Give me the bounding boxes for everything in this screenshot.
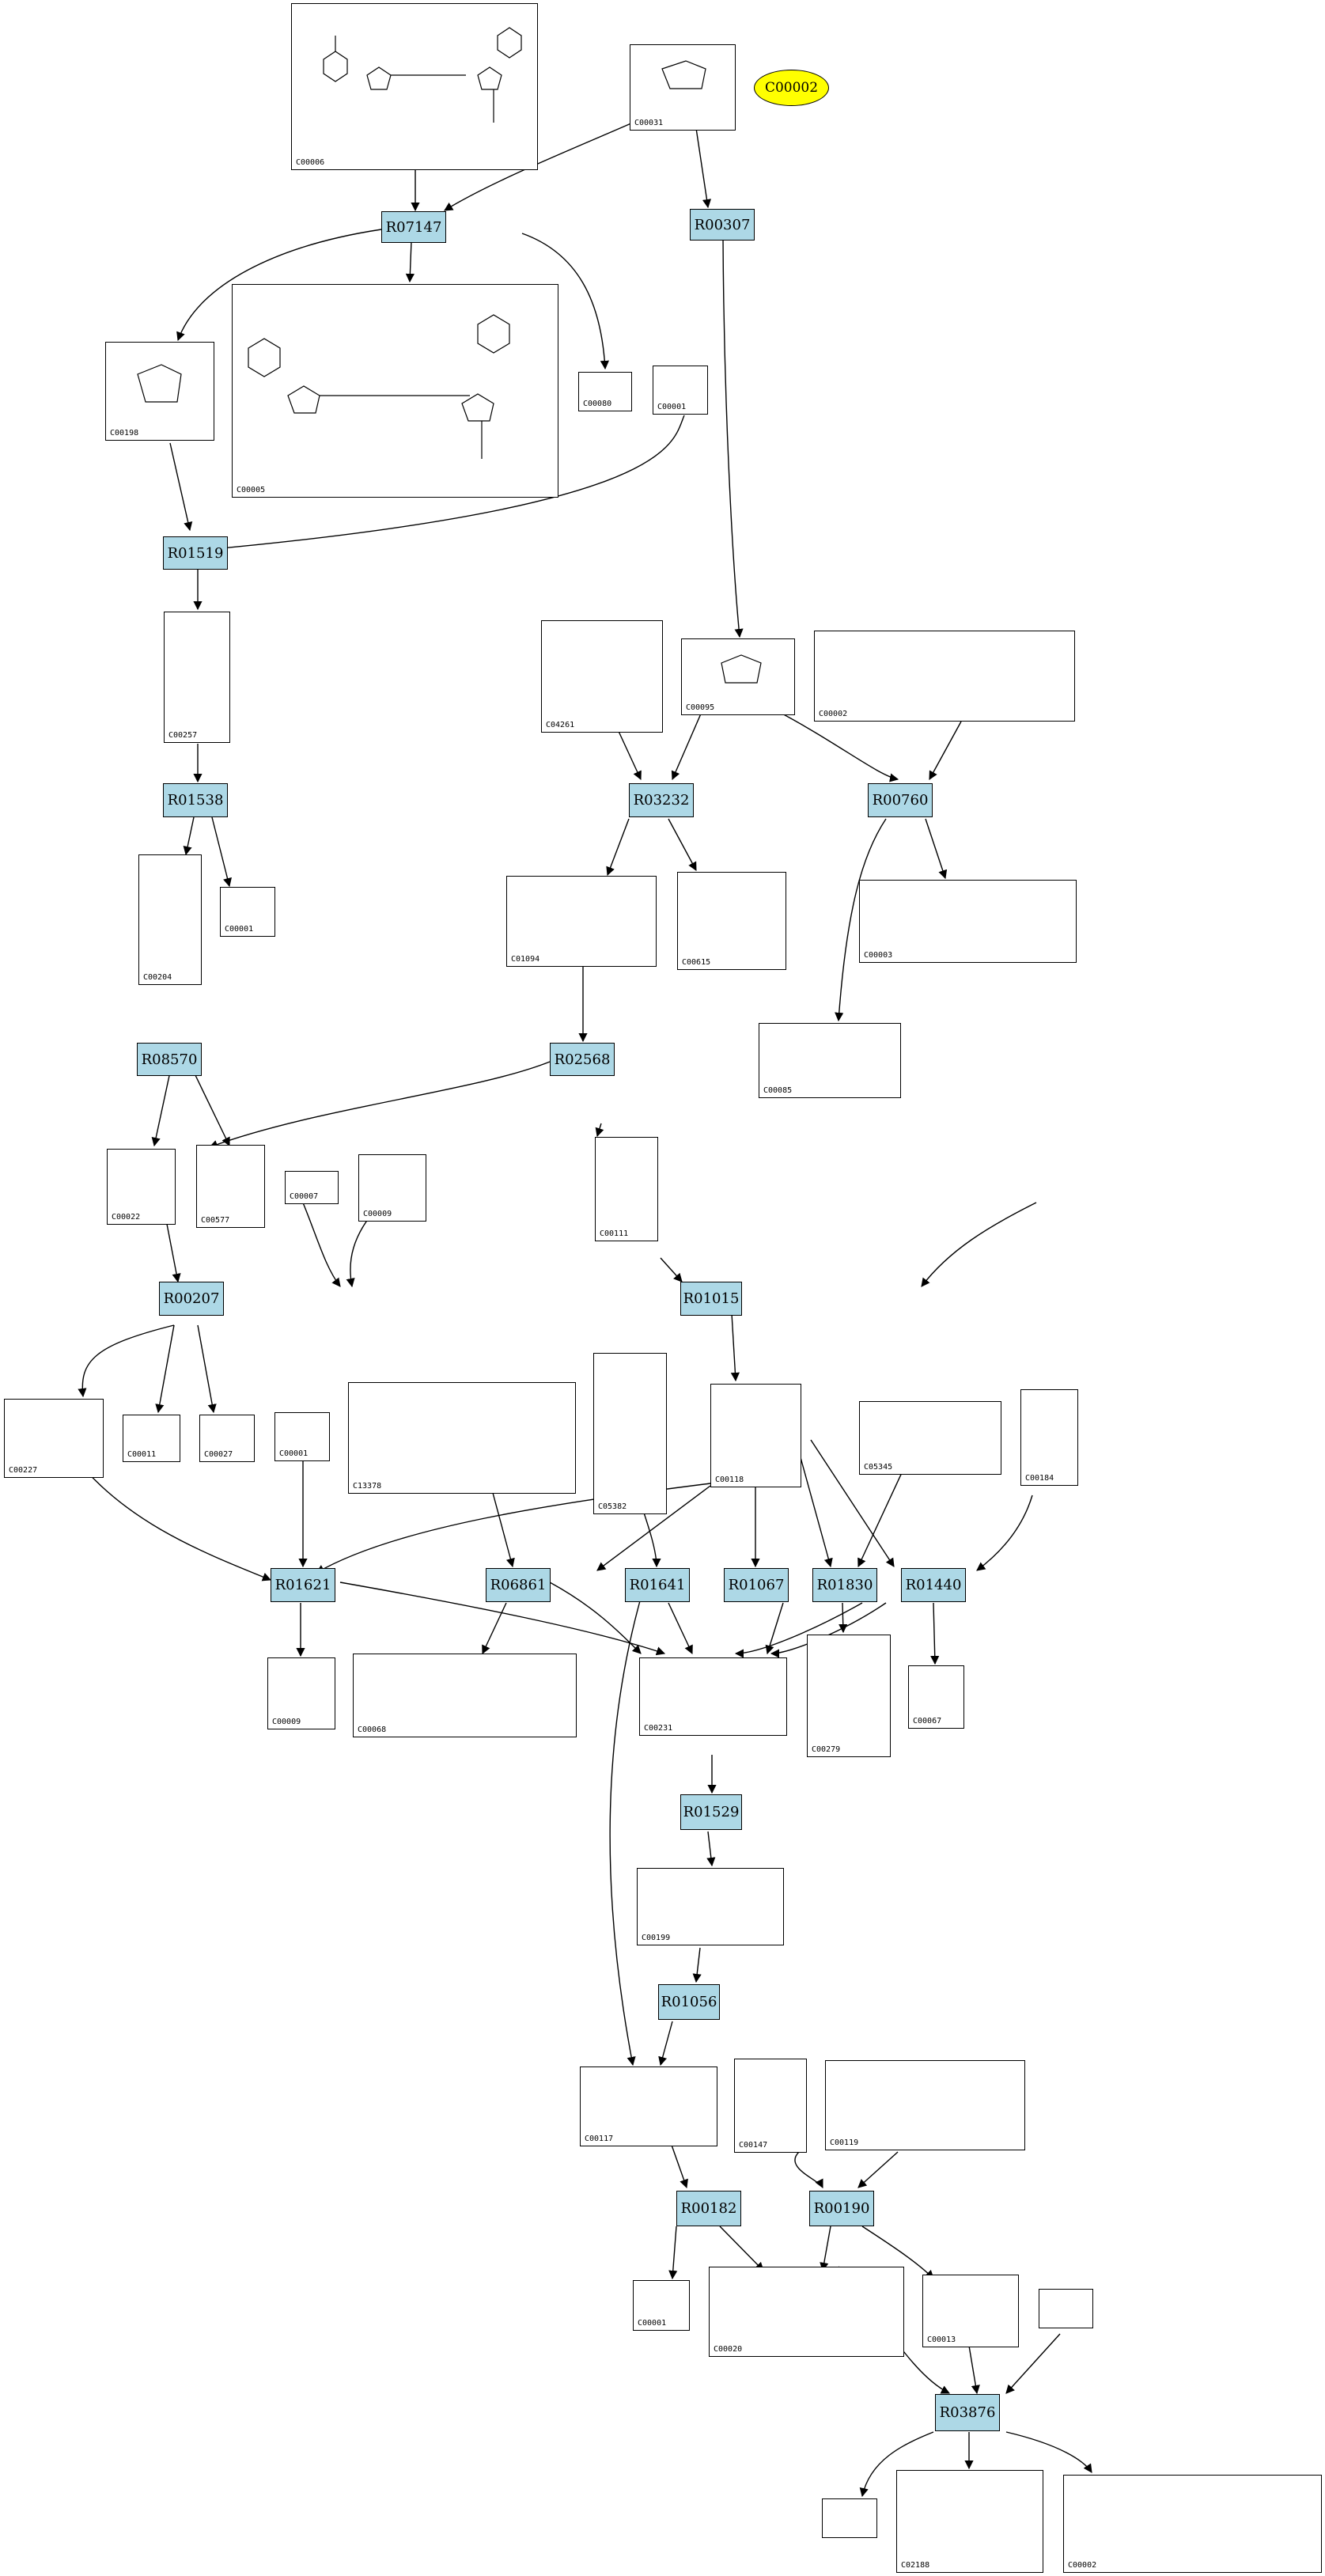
reaction-node[interactable]: R01067 [724,1568,789,1602]
compound-c00027[interactable]: C00027 [199,1415,255,1462]
compound-c13378[interactable]: C13378 [348,1382,576,1494]
compound-c00231[interactable]: C00231 [639,1657,787,1736]
compound-c00005[interactable]: C00005 [232,284,558,498]
structure-drawing [137,364,182,403]
compound-c00080[interactable]: C00080 [578,372,632,411]
reaction-node[interactable]: R00182 [676,2191,741,2226]
structure-drawing [721,654,762,684]
reaction-node[interactable]: R03876 [935,2394,1000,2431]
reaction-node[interactable]: R01015 [680,1282,742,1316]
reaction-node[interactable]: R08570 [137,1043,202,1076]
reaction-node[interactable]: R01538 [163,783,228,817]
reaction-node[interactable]: R01621 [271,1568,335,1602]
compound-c00184[interactable]: C00184 [1020,1389,1078,1486]
compound-c00067[interactable]: C00067 [908,1665,964,1729]
reaction-node[interactable]: R01641 [625,1568,690,1602]
reaction-node[interactable]: R01519 [163,536,228,570]
reaction-node[interactable]: R01056 [658,1984,720,2020]
compound-empty[interactable] [822,2498,877,2538]
reaction-node[interactable]: R07147 [381,211,446,243]
compound-c00022[interactable]: C00022 [107,1149,176,1225]
reaction-node[interactable]: R06861 [486,1568,551,1602]
reaction-node[interactable]: R00760 [868,783,933,817]
compound-c00118[interactable]: C00118 [710,1384,801,1487]
compound-c02188[interactable]: C02188 [896,2470,1043,2573]
compound-c00006[interactable]: C00006 [291,3,538,170]
compound-c01094[interactable]: C01094 [506,876,657,967]
compound-c04261[interactable]: C04261 [541,620,663,733]
compound-c00009[interactable]: C00009 [358,1154,426,1222]
compound-c00615[interactable]: C00615 [677,872,786,970]
compound-c00111[interactable]: C00111 [595,1137,658,1241]
structure-drawing [323,27,522,123]
highlight-compound[interactable]: C00002 [754,70,829,106]
compound-c00001[interactable]: C00001 [653,366,708,415]
compound-empty[interactable] [1039,2289,1093,2328]
compound-c00095[interactable]: C00095 [681,638,795,715]
structure-drawing [248,314,510,459]
compound-c00147[interactable]: C00147 [734,2059,807,2153]
compound-c00204[interactable]: C00204 [138,854,202,985]
compound-c00020[interactable]: C00020 [709,2267,904,2357]
reaction-node[interactable]: R01830 [812,1568,877,1602]
compound-c00119[interactable]: C00119 [825,2060,1025,2150]
reaction-node[interactable]: R02568 [550,1043,615,1076]
reaction-node[interactable]: R01440 [901,1568,966,1602]
compound-c00001[interactable]: C00001 [633,2280,690,2331]
compound-c00003[interactable]: C00003 [859,880,1077,963]
reaction-node[interactable]: R03232 [629,783,694,817]
compound-c00001[interactable]: C00001 [220,887,275,937]
compound-c00085[interactable]: C00085 [759,1023,901,1098]
compound-c00279[interactable]: C00279 [807,1635,891,1757]
compound-c00117[interactable]: C00117 [580,2066,717,2146]
compound-c00068[interactable]: C00068 [353,1654,577,1737]
compound-c05382[interactable]: C05382 [593,1353,667,1514]
reaction-node[interactable]: R00190 [809,2191,874,2226]
reaction-node[interactable]: R00307 [690,209,755,241]
compound-c00257[interactable]: C00257 [164,612,230,743]
compound-c00009[interactable]: C00009 [267,1657,335,1729]
reaction-node[interactable]: R01529 [680,1794,742,1830]
compound-c00013[interactable]: C00013 [922,2275,1019,2347]
compound-c00031[interactable]: C00031 [630,44,736,131]
compound-c00199[interactable]: C00199 [637,1868,784,1945]
compound-c00002[interactable]: C00002 [1063,2475,1322,2573]
compound-c00577[interactable]: C00577 [196,1145,265,1228]
structure-drawing [661,60,706,89]
compound-c00198[interactable]: C00198 [105,342,214,441]
compound-c00227[interactable]: C00227 [4,1399,104,1478]
reaction-node[interactable]: R00207 [159,1282,224,1316]
compound-c00011[interactable]: C00011 [123,1415,180,1462]
compound-c00002[interactable]: C00002 [814,631,1075,722]
compound-c05345[interactable]: C05345 [859,1401,1001,1475]
compound-c00001[interactable]: C00001 [274,1412,330,1461]
compound-c00007[interactable]: C00007 [285,1171,339,1204]
